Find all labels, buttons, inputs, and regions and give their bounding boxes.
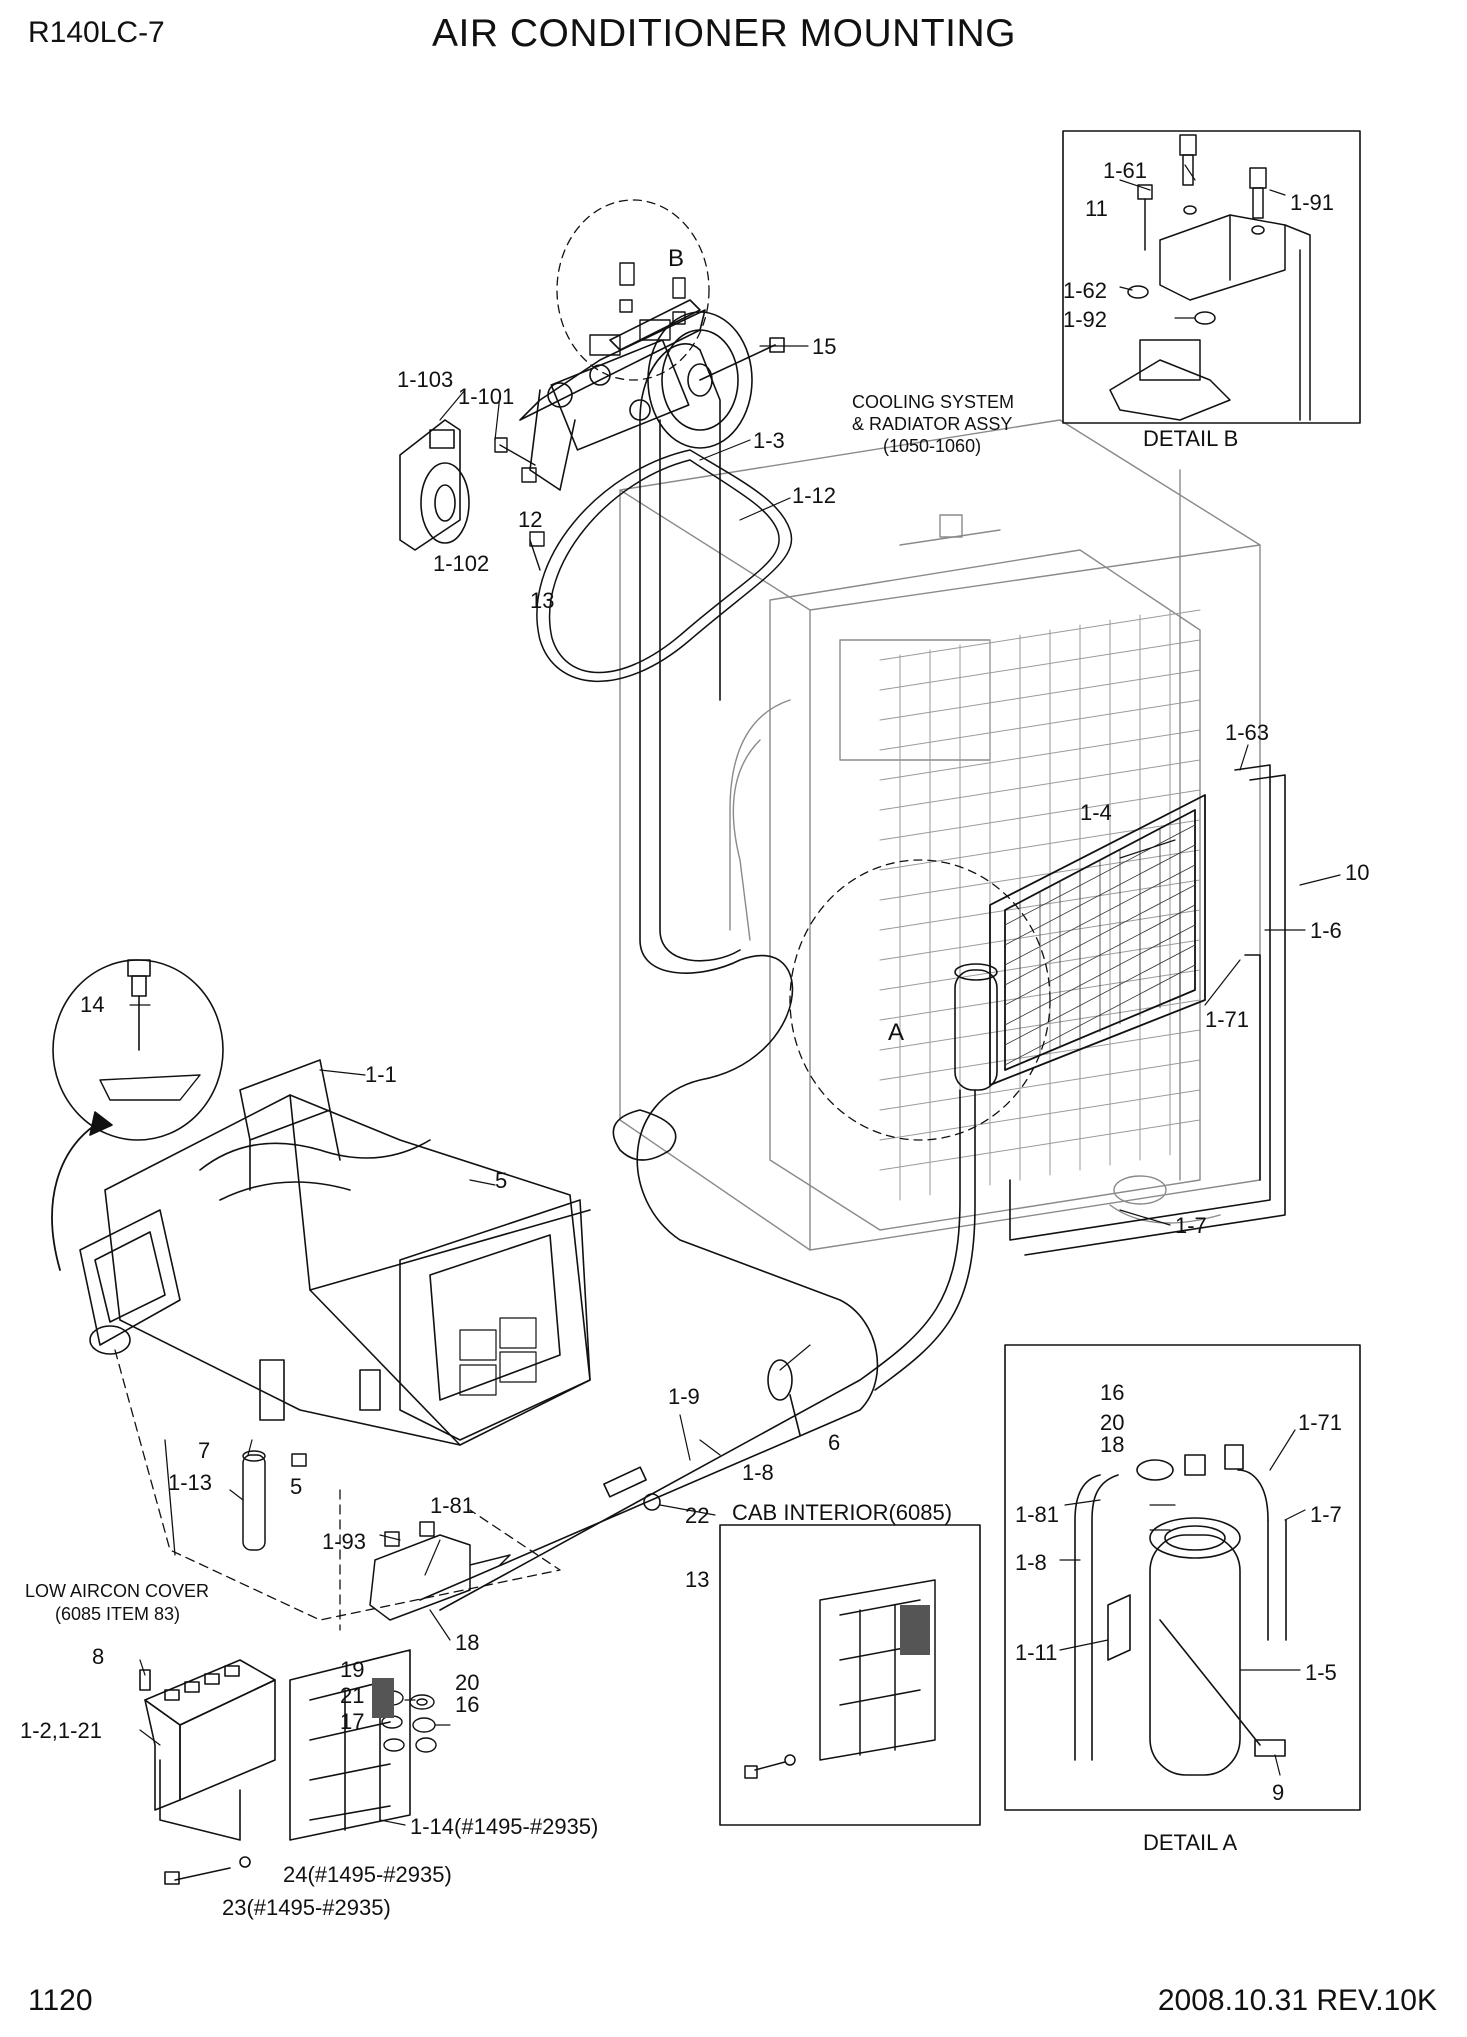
cooling-note-line2: & RADIATOR ASSY bbox=[852, 414, 1012, 434]
detail-b-marker: B bbox=[668, 245, 684, 272]
callout-label: 16 bbox=[455, 1692, 479, 1717]
callout-label: 21 bbox=[340, 1683, 364, 1708]
receiver-drier-detail bbox=[1074, 1444, 1287, 1776]
callout-label: 1-11 bbox=[1015, 1640, 1057, 1665]
callout-label: 1-1 bbox=[365, 1062, 397, 1087]
detail-a-marker: A bbox=[888, 1019, 904, 1046]
callout-label: 5 bbox=[290, 1474, 302, 1499]
callout-label: 1-103 bbox=[397, 367, 453, 392]
cooling-note-line1: COOLING SYSTEM bbox=[852, 392, 1014, 412]
callout-label: 1-61 bbox=[1103, 158, 1147, 183]
callout-label: 17 bbox=[340, 1709, 364, 1734]
control-panel bbox=[139, 1659, 276, 1841]
callout-label: 13 bbox=[685, 1567, 709, 1592]
condenser bbox=[989, 794, 1206, 1086]
callout-label: 1-13 bbox=[168, 1470, 212, 1495]
part-callouts: 1-103 1-101 12 13 1-102 1-3 1-12 15 1-63… bbox=[20, 158, 1369, 1920]
callout-label: 1-3 bbox=[753, 428, 785, 453]
revision-date: 2008.10.31 REV.10K bbox=[1157, 1984, 1437, 2017]
callout-label: 20 bbox=[1100, 1410, 1124, 1435]
callout-label: 15 bbox=[812, 334, 836, 359]
cooling-note-line3: (1050-1060) bbox=[883, 436, 981, 456]
callout-label: 1-14(#1495-#2935) bbox=[410, 1814, 598, 1839]
detail-a-box bbox=[1004, 1344, 1361, 1811]
detail-b-caption: DETAIL B bbox=[1143, 426, 1238, 451]
page-title: AIR CONDITIONER MOUNTING bbox=[432, 12, 1016, 55]
callout-label: 1-12 bbox=[792, 483, 836, 508]
callout-label: 22 bbox=[685, 1503, 709, 1528]
callout-label: 1-93 bbox=[322, 1529, 366, 1554]
callout-label: 1-81 bbox=[430, 1493, 474, 1518]
callout-label: 12 bbox=[518, 507, 542, 532]
callout-label: 1-81 bbox=[1015, 1502, 1059, 1527]
drive-belt bbox=[536, 449, 793, 683]
callout-label: 1-8 bbox=[742, 1460, 774, 1485]
callout-label: 8 bbox=[92, 1644, 104, 1669]
callout-label: 1-62 bbox=[1063, 278, 1107, 303]
callout-label: 16 bbox=[1100, 1380, 1124, 1405]
cover-note-line2: (6085 ITEM 83) bbox=[55, 1604, 180, 1624]
callout-label: 1-7 bbox=[1310, 1502, 1342, 1527]
model-code: R140LC-7 bbox=[28, 16, 165, 49]
tensioner-bracket bbox=[399, 419, 470, 551]
callout-label: 1-71 bbox=[1205, 1007, 1249, 1032]
callout-label: 5 bbox=[495, 1168, 507, 1193]
callout-label: 1-7 bbox=[1175, 1213, 1207, 1238]
callout-label: 1-6 bbox=[1310, 918, 1342, 943]
callout-label: 13 bbox=[530, 588, 554, 613]
compressor bbox=[519, 299, 753, 491]
page-number: 1120 bbox=[28, 1984, 93, 2017]
callout-label: 1-8 bbox=[1015, 1550, 1047, 1575]
callout-label: 23(#1495-#2935) bbox=[222, 1895, 391, 1920]
callout-label: 18 bbox=[1100, 1432, 1124, 1457]
callout-label: 1-91 bbox=[1290, 190, 1334, 215]
callout-label: 19 bbox=[340, 1657, 364, 1682]
annotation-notes: COOLING SYSTEM & RADIATOR ASSY (1050-106… bbox=[25, 392, 1014, 1624]
callout-label: 7 bbox=[198, 1438, 210, 1463]
callout-label: 1-63 bbox=[1225, 720, 1269, 745]
detail-a-caption: DETAIL A bbox=[1143, 1830, 1237, 1855]
valve-fittings-detail bbox=[1109, 134, 1311, 421]
cab-interior-detail-box bbox=[719, 1524, 981, 1826]
hvac-unit bbox=[79, 1059, 591, 1446]
cab-interior-title: CAB INTERIOR(6085) bbox=[732, 1500, 952, 1525]
callout-label: 14 bbox=[80, 992, 104, 1017]
callout-label: 1-102 bbox=[433, 551, 489, 576]
callout-label: 1-5 bbox=[1305, 1660, 1337, 1685]
callout-label: 1-92 bbox=[1063, 307, 1107, 332]
callout-label: 10 bbox=[1345, 860, 1369, 885]
cover-note-line1: LOW AIRCON COVER bbox=[25, 1581, 209, 1601]
cabin-air-filter bbox=[164, 1649, 411, 1885]
callout-label: 9 bbox=[1272, 1780, 1284, 1805]
callout-label: 1-2,1-21 bbox=[20, 1718, 102, 1743]
callout-label: 1-71 bbox=[1298, 1410, 1342, 1435]
callout-label: 1-101 bbox=[458, 384, 514, 409]
callout-label: 24(#1495-#2935) bbox=[283, 1862, 452, 1887]
callout-label: 18 bbox=[455, 1630, 479, 1655]
callout-label: 11 bbox=[1085, 196, 1108, 221]
callout-label: 6 bbox=[828, 1430, 840, 1455]
callout-label: 20 bbox=[455, 1670, 479, 1695]
callout-label: 1-4 bbox=[1080, 800, 1112, 825]
detail-b-box bbox=[1062, 130, 1361, 424]
callout-label: 1-9 bbox=[668, 1384, 700, 1409]
detail-captions: DETAIL B DETAIL A CAB INTERIOR(6085) A B bbox=[668, 245, 1238, 1855]
